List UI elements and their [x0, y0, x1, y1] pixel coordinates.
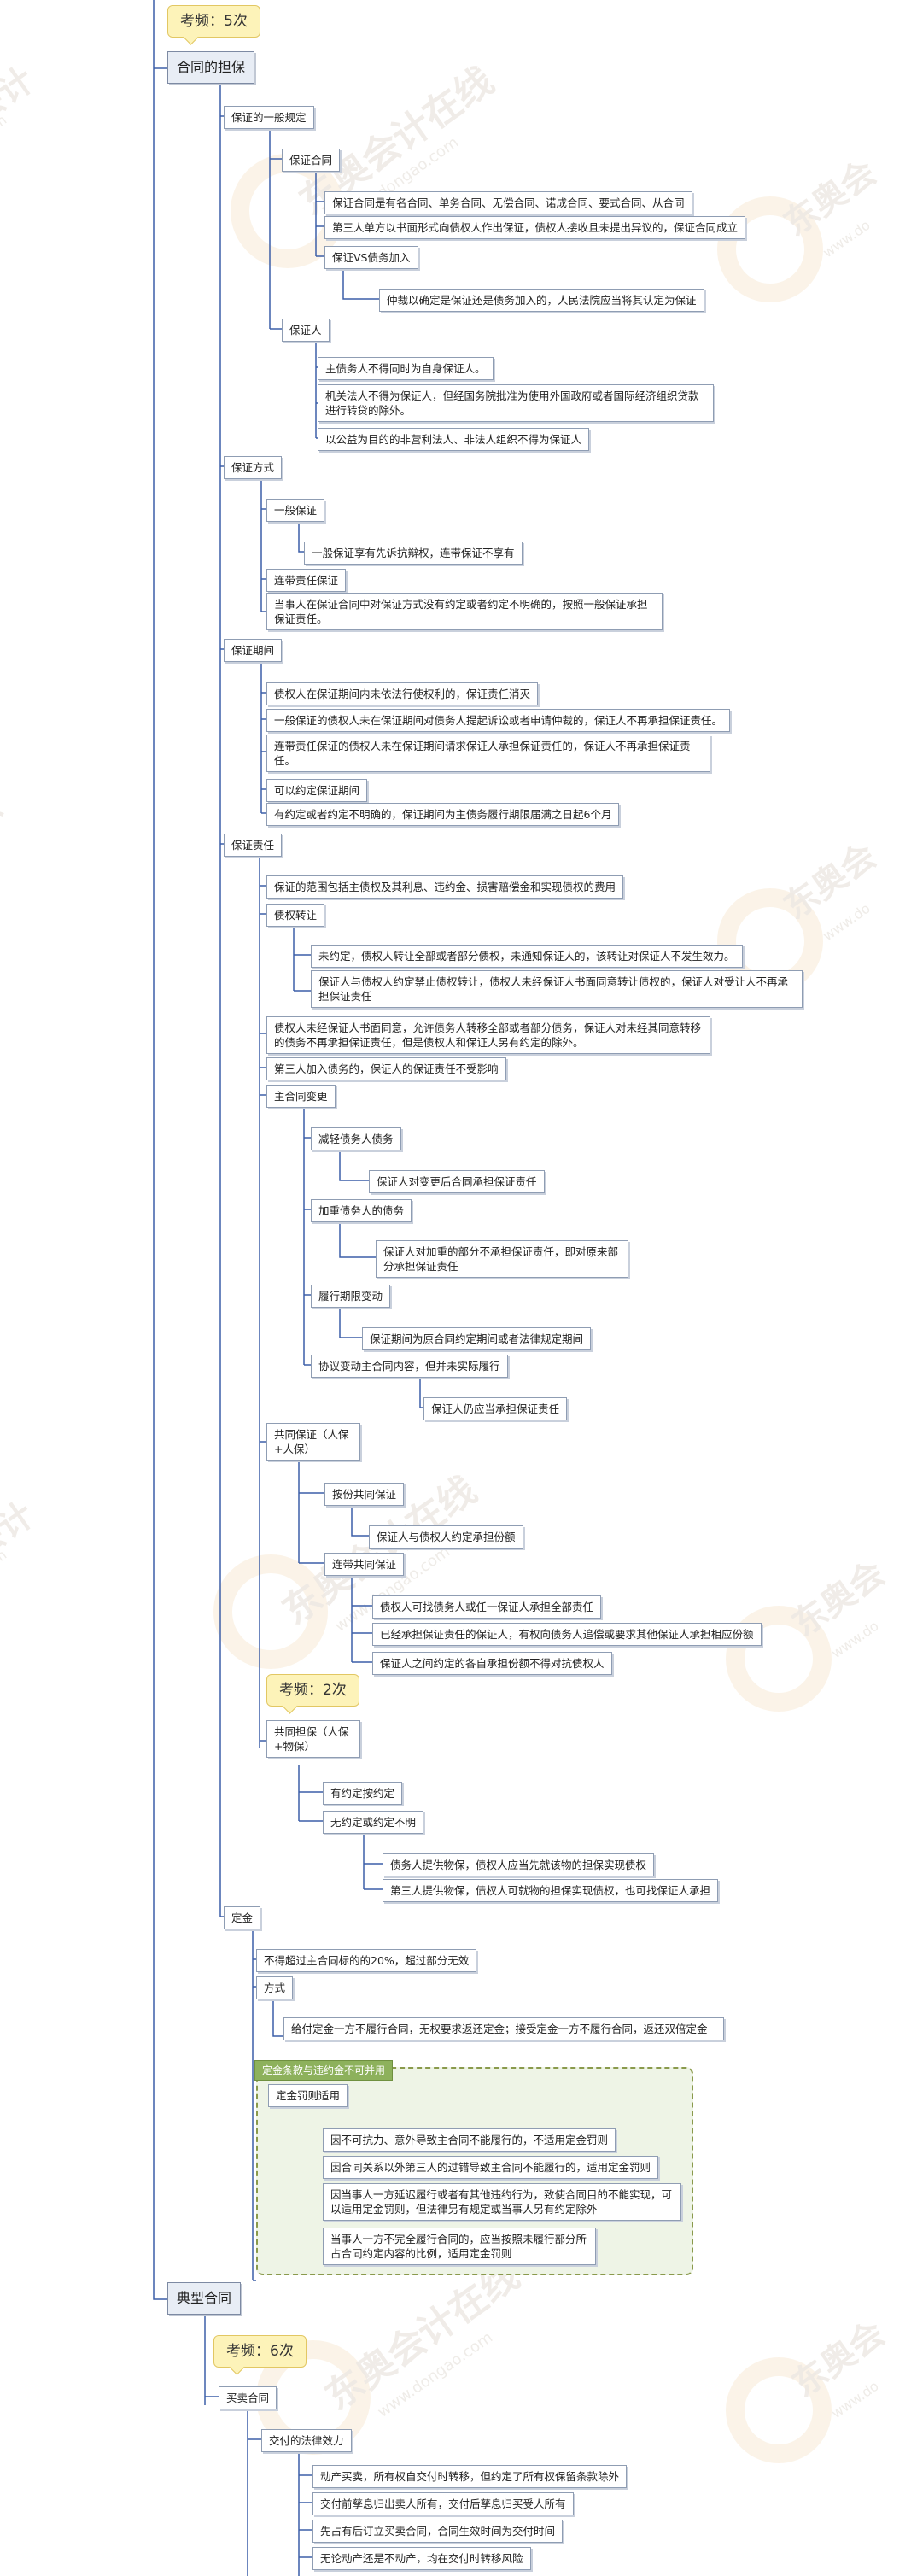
topic-node: 已经承担保证责任的保证人，有权向债务人追偿或要求其他保证人承担相应份额	[372, 1623, 762, 1646]
topic-node: 不得超过主合同标的的20%，超过部分无效	[256, 1949, 477, 1972]
frequency-badge: 考频：5次	[167, 5, 260, 38]
topic-node: 因不可抗力、意外导致主合同不能履行的，不适用定金罚则	[323, 2128, 616, 2152]
topic-node: 主债务人不得同时为自身保证人。	[318, 357, 494, 380]
topic-node: 债务人提供物保，债权人应当先就该物的担保实现债权	[383, 1853, 655, 1876]
topic-node: 保证期间为原合同约定期间或者法律规定期间	[362, 1327, 592, 1350]
topic-node: 无约定或约定不明	[323, 1811, 424, 1834]
topic-node: 连带责任保证的债权人未在保证期间请求保证人承担保证责任的，保证人不再承担保证责任…	[266, 735, 710, 772]
topic-node: 保证人对加重的部分不承担保证责任，即对原来部分承担保证责任	[376, 1240, 628, 1278]
summary-group-label: 定金条款与违约金不可并用	[254, 2060, 394, 2081]
topic-node: 因合同关系以外第三人的过错导致主合同不能履行的，适用定金罚则	[323, 2156, 659, 2179]
topic-node: 定金	[224, 1906, 261, 1929]
topic-node: 交付的法律效力	[261, 2429, 352, 2452]
topic-node: 保证期间	[224, 639, 283, 662]
topic-node: 当事人在保证合同中对保证方式没有约定或者约定不明确的，按照一般保证承担保证责任。	[266, 593, 663, 630]
topic-node: 因当事人一方延迟履行或者有其他违约行为，致使合同目的不能实现，可以适用定金罚则，…	[323, 2183, 681, 2221]
topic-node: 保证的一般规定	[224, 106, 314, 129]
topic-node: 履行期限变动	[311, 1285, 391, 1308]
topic-node: 保证人之间约定的各自承担份额不得对抗债权人	[372, 1652, 612, 1675]
topic-node: 买卖合同	[219, 2386, 277, 2409]
topic-node: 有约定按约定	[323, 1782, 403, 1805]
topic-node: 减轻债务人债务	[311, 1127, 401, 1150]
topic-node: 保证合同是有名合同、单务合同、无偿合同、诺成合同、要式合同、从合同	[324, 191, 692, 214]
topic-node: 保证VS债务加入	[324, 246, 418, 269]
topic-node: 债权人在保证期间内未依法行使权利的，保证责任消灭	[266, 682, 539, 705]
topic-node: 保证的范围包括主债权及其利息、违约金、损害赔偿金和实现债权的费用	[266, 875, 624, 899]
topic-node: 按份共同保证	[324, 1483, 405, 1506]
topic-node: 一般保证享有先诉抗辩权，连带保证不享有	[304, 542, 523, 565]
topic-node: 保证人	[282, 319, 330, 342]
topic-node: 共同担保（人保+物保）	[266, 1720, 360, 1758]
topic-node: 可以约定保证期间	[266, 779, 368, 802]
topic-node: 有约定或者约定不明确的，保证期间为主债务履行期限届满之日起6个月	[266, 803, 620, 826]
topic-node: 机关法人不得为保证人，但经国务院批准为使用外国政府或者国际经济组织贷款进行转贷的…	[318, 384, 714, 422]
topic-node: 连带责任保证	[266, 569, 347, 592]
topic-node: 保证人对变更后合同承担保证责任	[369, 1170, 545, 1193]
topic-node: 债权转让	[266, 904, 325, 927]
topic-node: 交付前孳息归出卖人所有，交付后孳息归买受人所有	[312, 2492, 574, 2515]
topic-node: 保证人仍应当承担保证责任	[423, 1397, 568, 1420]
topic-node: 债权人未经保证人书面同意，允许债务人转移全部或者部分债务，保证人对未经其同意转移…	[266, 1016, 710, 1054]
topic-node: 第三人加入债务的，保证人的保证责任不受影响	[266, 1057, 506, 1080]
topic-node: 第三人单方以书面形式向债权人作出保证，债权人接收且未提出异议的，保证合同成立	[324, 216, 746, 239]
topic-node: 共同保证（人保+人保）	[266, 1423, 360, 1461]
topic-node: 方式	[256, 1976, 294, 1999]
topic-node: 加重债务人的债务	[311, 1199, 412, 1222]
topic-node: 主合同变更	[266, 1085, 336, 1108]
section-heading: 典型合同	[167, 2282, 242, 2315]
topic-node: 先占有后订立买卖合同，合同生效时间为交付时间	[312, 2520, 564, 2543]
topic-node: 以公益为目的的非营利法人、非法人组织不得为保证人	[318, 428, 590, 451]
frequency-badge: 考频：2次	[266, 1674, 359, 1707]
topic-node: 保证人与债权人约定承担份额	[369, 1525, 523, 1549]
topic-node: 第三人提供物保，债权人可就物的担保实现债权，也可找保证人承担	[383, 1879, 719, 1902]
topic-node: 给付定金一方不履行合同，无权要求返还定金；接受定金一方不履行合同，返还双倍定金	[283, 2017, 724, 2040]
topic-node: 保证人与债权人约定禁止债权转让，债权人未经保证人书面同意转让债权的，保证人对受让…	[311, 970, 803, 1008]
topic-node: 仲裁以确定是保证还是债务加入的，人民法院应当将其认定为保证	[379, 289, 704, 312]
topic-node: 定金罚则适用	[268, 2084, 348, 2107]
topic-node: 一般保证	[266, 499, 325, 522]
topic-node: 保证方式	[224, 456, 283, 479]
topic-node: 协议变动主合同内容，但并未实际履行	[311, 1355, 508, 1378]
topic-node: 保证合同	[282, 149, 341, 172]
topic-node: 无论动产还是不动产，均在交付时转移风险	[312, 2547, 531, 2570]
topic-node: 动产买卖，所有权自交付时转移，但约定了所有权保留条款除外	[312, 2465, 628, 2488]
section-heading: 合同的担保	[167, 51, 255, 84]
frequency-badge: 考频：6次	[213, 2335, 307, 2368]
topic-node: 保证责任	[224, 834, 283, 857]
topic-node: 债权人可找债务人或任一保证人承担全部责任	[372, 1595, 602, 1619]
topic-node: 未约定，债权人转让全部或者部分债权，未通知保证人的，该转让对保证人不发生效力。	[311, 945, 743, 968]
topic-node: 连带共同保证	[324, 1553, 405, 1576]
topic-node: 一般保证的债权人未在保证期间对债务人提起诉讼或者申请仲裁的，保证人不再承担保证责…	[266, 709, 731, 732]
topic-node: 当事人一方不完全履行合同的，应当按照未履行部分所占合同约定内容的比例，适用定金罚…	[323, 2228, 596, 2265]
